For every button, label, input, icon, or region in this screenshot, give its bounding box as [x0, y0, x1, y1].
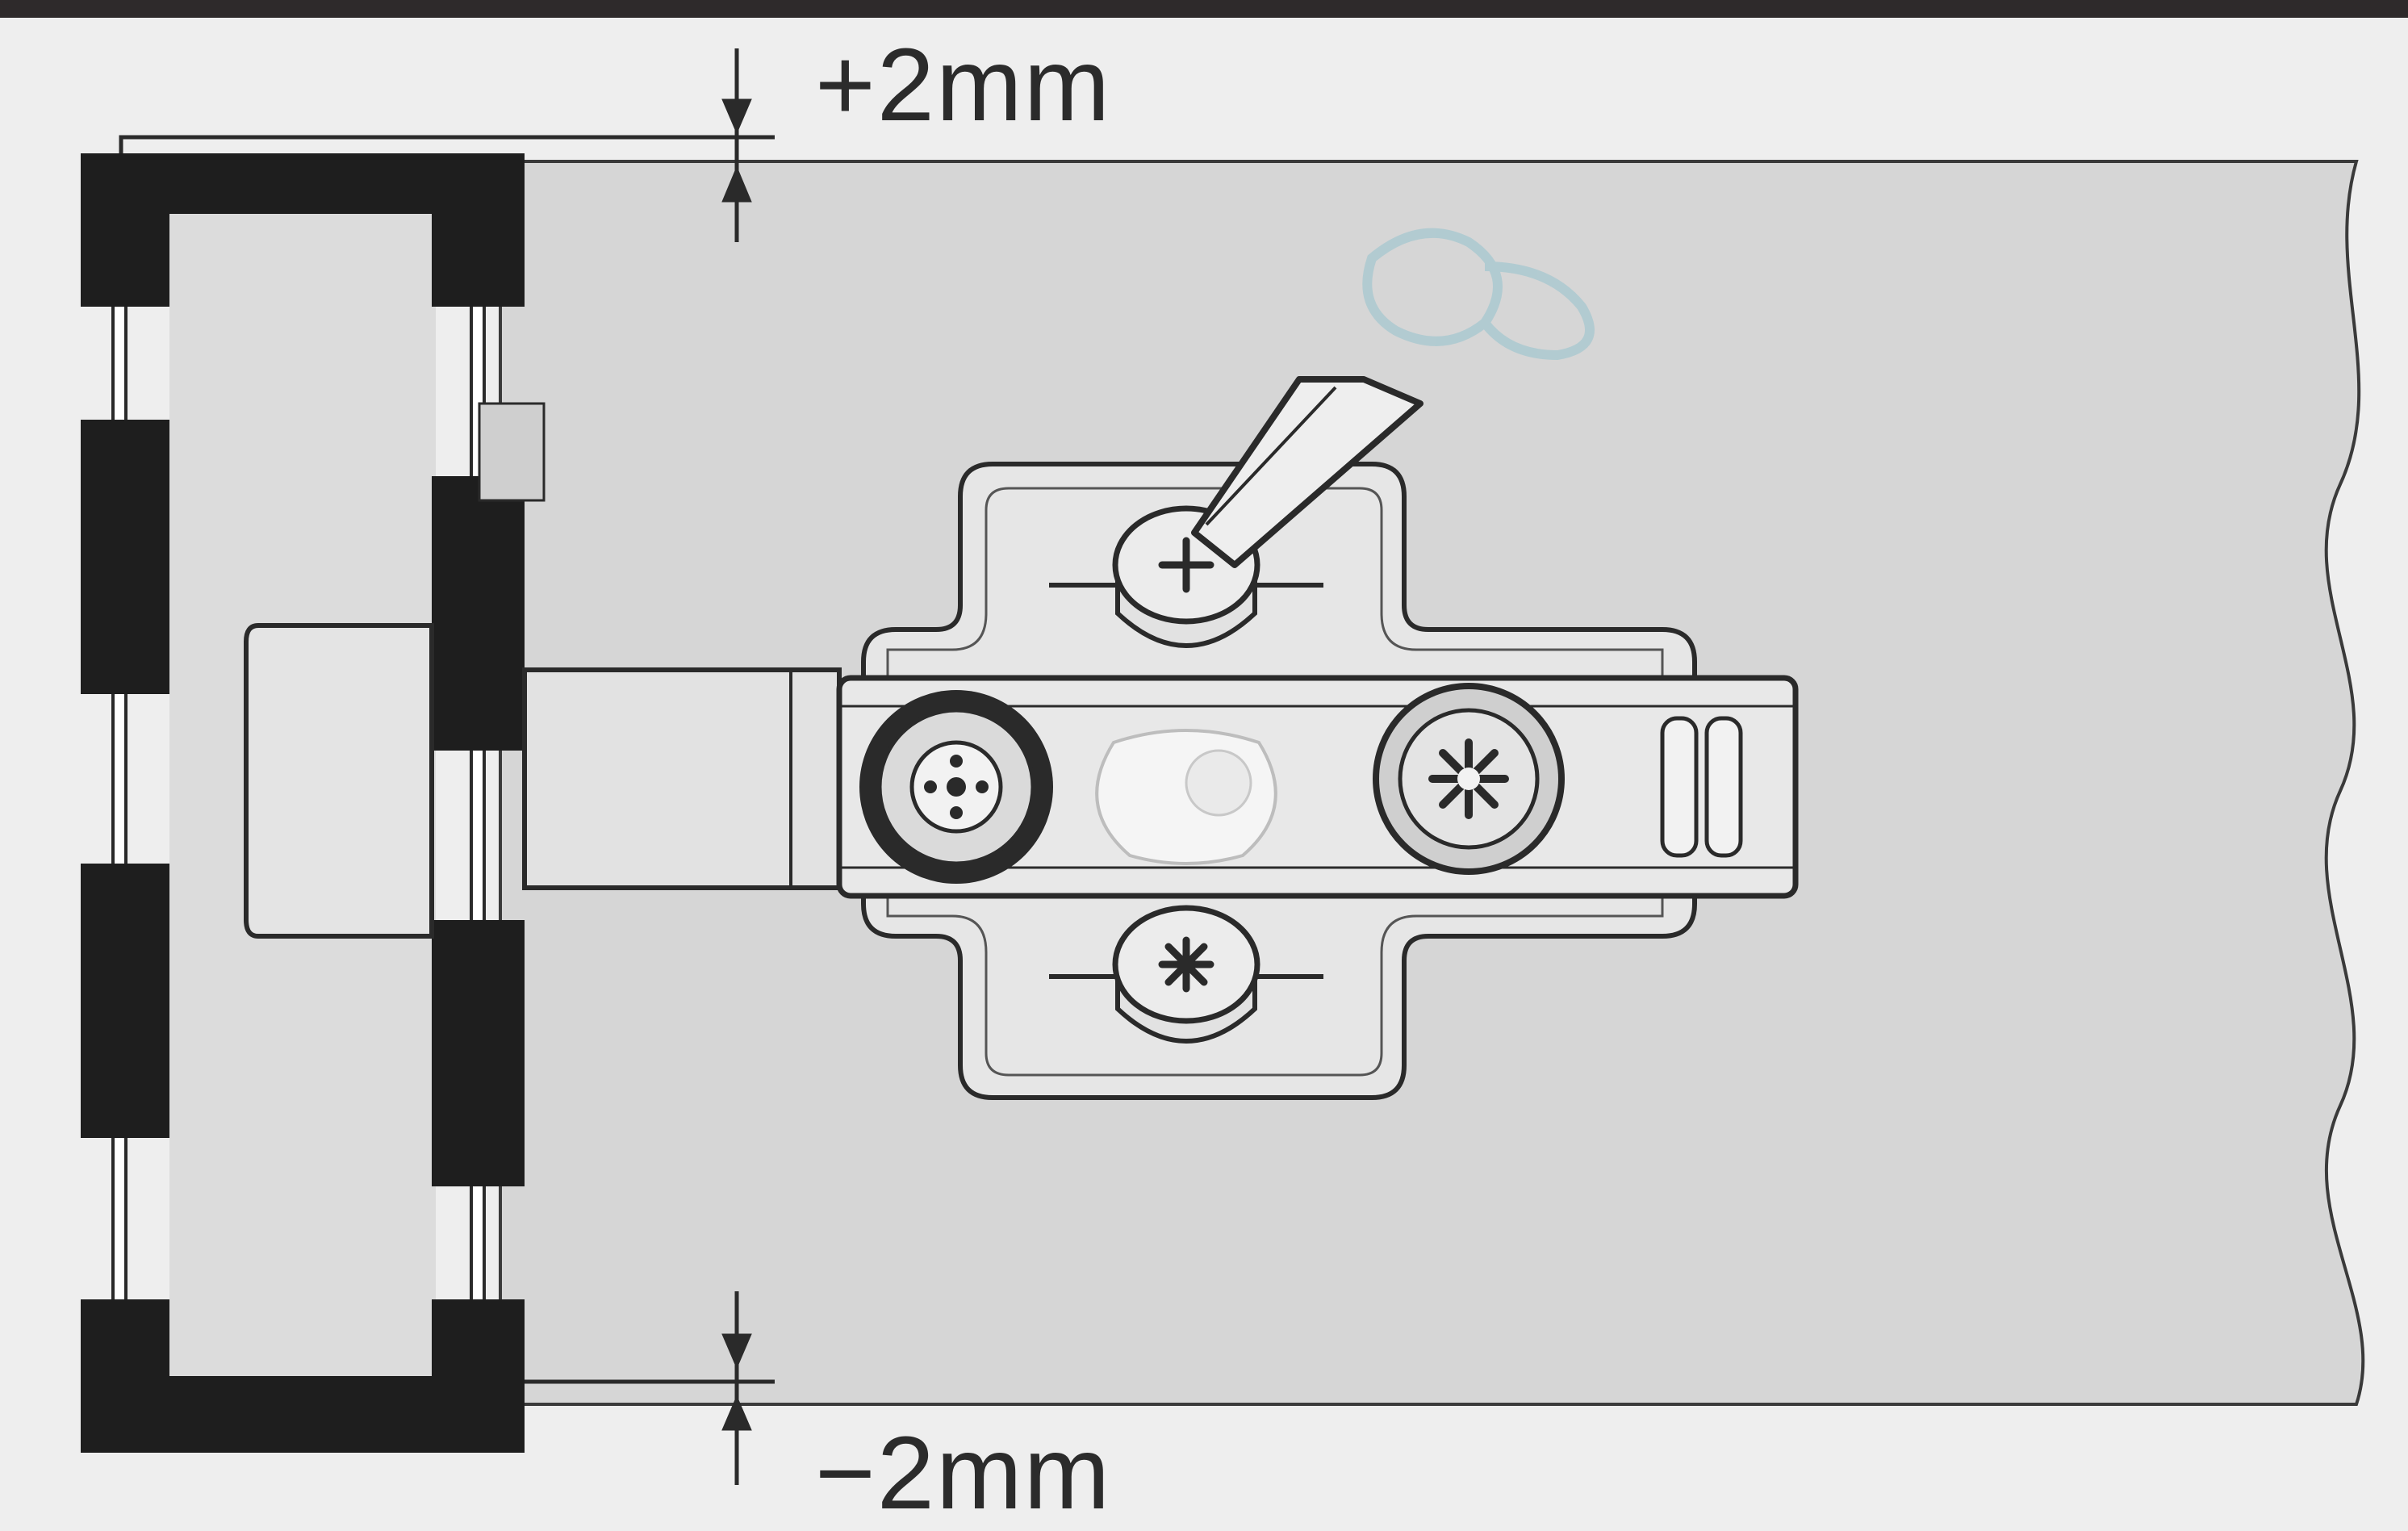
screwdriver-icon — [1191, 376, 1423, 568]
watermark-logo — [1362, 228, 1595, 361]
bottom-screw — [1049, 905, 1323, 1044]
plus-adjustment-label: +2mm — [815, 27, 1112, 143]
cross-head-screw-icon — [1373, 683, 1565, 875]
hinge-arm — [522, 667, 1799, 899]
reference-lines — [119, 135, 775, 1384]
dimension-arrow-bottom — [721, 1291, 752, 1485]
cam-adjuster-icon — [859, 690, 1053, 884]
hinge-cup — [244, 402, 546, 939]
top-bar — [0, 0, 2408, 18]
dimension-arrow-top — [721, 48, 752, 242]
minus-adjustment-label: −2mm — [815, 1416, 1112, 1531]
